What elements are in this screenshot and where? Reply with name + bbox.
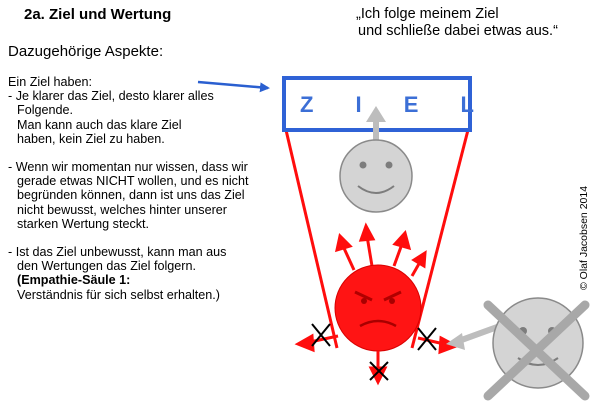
body-line: Folgende. (17, 103, 74, 118)
body-line: haben, kein Ziel zu haben. (17, 131, 165, 146)
body-line: - Ist das Ziel unbewusst, kann man aus (8, 245, 227, 260)
body-line: nicht bewusst, welches hinter unserer (17, 202, 227, 217)
evaluation-face-icon (334, 222, 427, 352)
body-line: starken Wertung steckt. (17, 216, 150, 231)
quote-line-2: und schließe dabei etwas aus.“ (358, 23, 558, 39)
quote: „Ich folge meinem Ziel und schließe dabe… (356, 6, 558, 40)
page-title: 2a. Ziel und Wertung (24, 6, 172, 23)
body-line: begründen können, dann ist uns das Ziel (17, 188, 245, 203)
excluded-face-icon (446, 297, 590, 401)
body-line: Man kann auch das klare Ziel (17, 117, 182, 132)
body-line: Verständnis für sich selbst erhalten.) (17, 287, 221, 302)
calm-face-icon (339, 139, 413, 213)
quote-line-1: „Ich folge meinem Ziel (356, 6, 499, 22)
empathy-pillar-label: (Empathie-Säule 1: (17, 273, 131, 288)
rejection-arrows-icon (294, 323, 460, 386)
goal-box-label: Z I E L (300, 92, 492, 117)
pointer-arrow-icon (197, 80, 270, 93)
body-line: - Wenn wir momentan nur wissen, dass wir (8, 160, 248, 175)
body-line: - Je klarer das Ziel, desto klarer alles (8, 89, 214, 104)
subheading: Dazugehörige Aspekte: (8, 43, 164, 60)
copyright-notice: © Olaf Jacobsen 2014 (578, 185, 590, 290)
body-text: Ein Ziel haben: - Je klarer das Ziel, de… (8, 75, 278, 302)
body-line: gerade etwas NICHT wollen, und es nicht (17, 174, 249, 189)
body-line: Ein Ziel haben: (8, 75, 93, 89)
body-line: den Wertungen das Ziel folgern. (17, 259, 196, 274)
funnel-left-line (284, 129, 339, 349)
